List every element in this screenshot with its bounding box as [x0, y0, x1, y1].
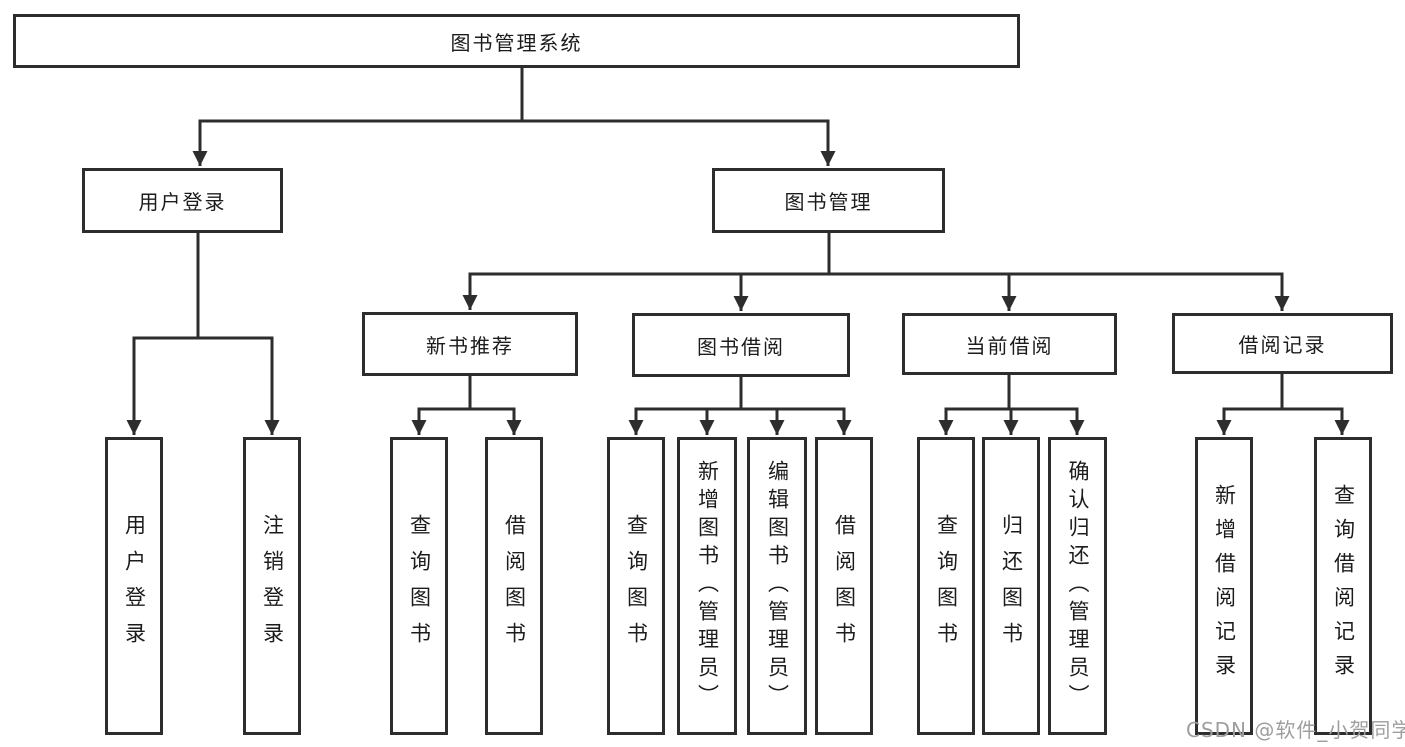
node-book-borrow: 图书借阅 — [632, 313, 850, 377]
leaf-edit-book-admin: 编辑图书（管理员） — [747, 437, 807, 735]
leaf-borrow-books: 借阅图书 — [815, 437, 873, 735]
leaf-query-books-recommend: 查询图书 — [390, 437, 448, 735]
leaf-user-login: 用户登录 — [105, 437, 163, 735]
leaf-logout: 注销登录 — [243, 437, 301, 735]
node-user-login: 用户登录 — [82, 168, 283, 233]
leaf-query-borrow-record: 查询借阅记录 — [1314, 437, 1372, 735]
leaf-confirm-return-admin: 确认归还（管理员） — [1048, 437, 1107, 735]
node-system-root: 图书管理系统 — [13, 14, 1020, 68]
leaf-query-books-current: 查询图书 — [917, 437, 975, 735]
node-current-borrow: 当前借阅 — [902, 313, 1117, 375]
leaf-return-book: 归还图书 — [982, 437, 1040, 735]
leaf-borrow-books-recommend: 借阅图书 — [485, 437, 543, 735]
leaf-add-borrow-record: 新增借阅记录 — [1195, 437, 1253, 735]
node-borrow-records: 借阅记录 — [1172, 313, 1393, 374]
leaf-query-books-borrow: 查询图书 — [607, 437, 665, 735]
leaf-add-book-admin: 新增图书（管理员） — [677, 437, 737, 735]
node-book-management: 图书管理 — [712, 168, 945, 233]
csdn-watermark: CSDN @软件_小贺同学 — [1186, 718, 1405, 742]
node-new-book-recommend: 新书推荐 — [362, 312, 578, 376]
